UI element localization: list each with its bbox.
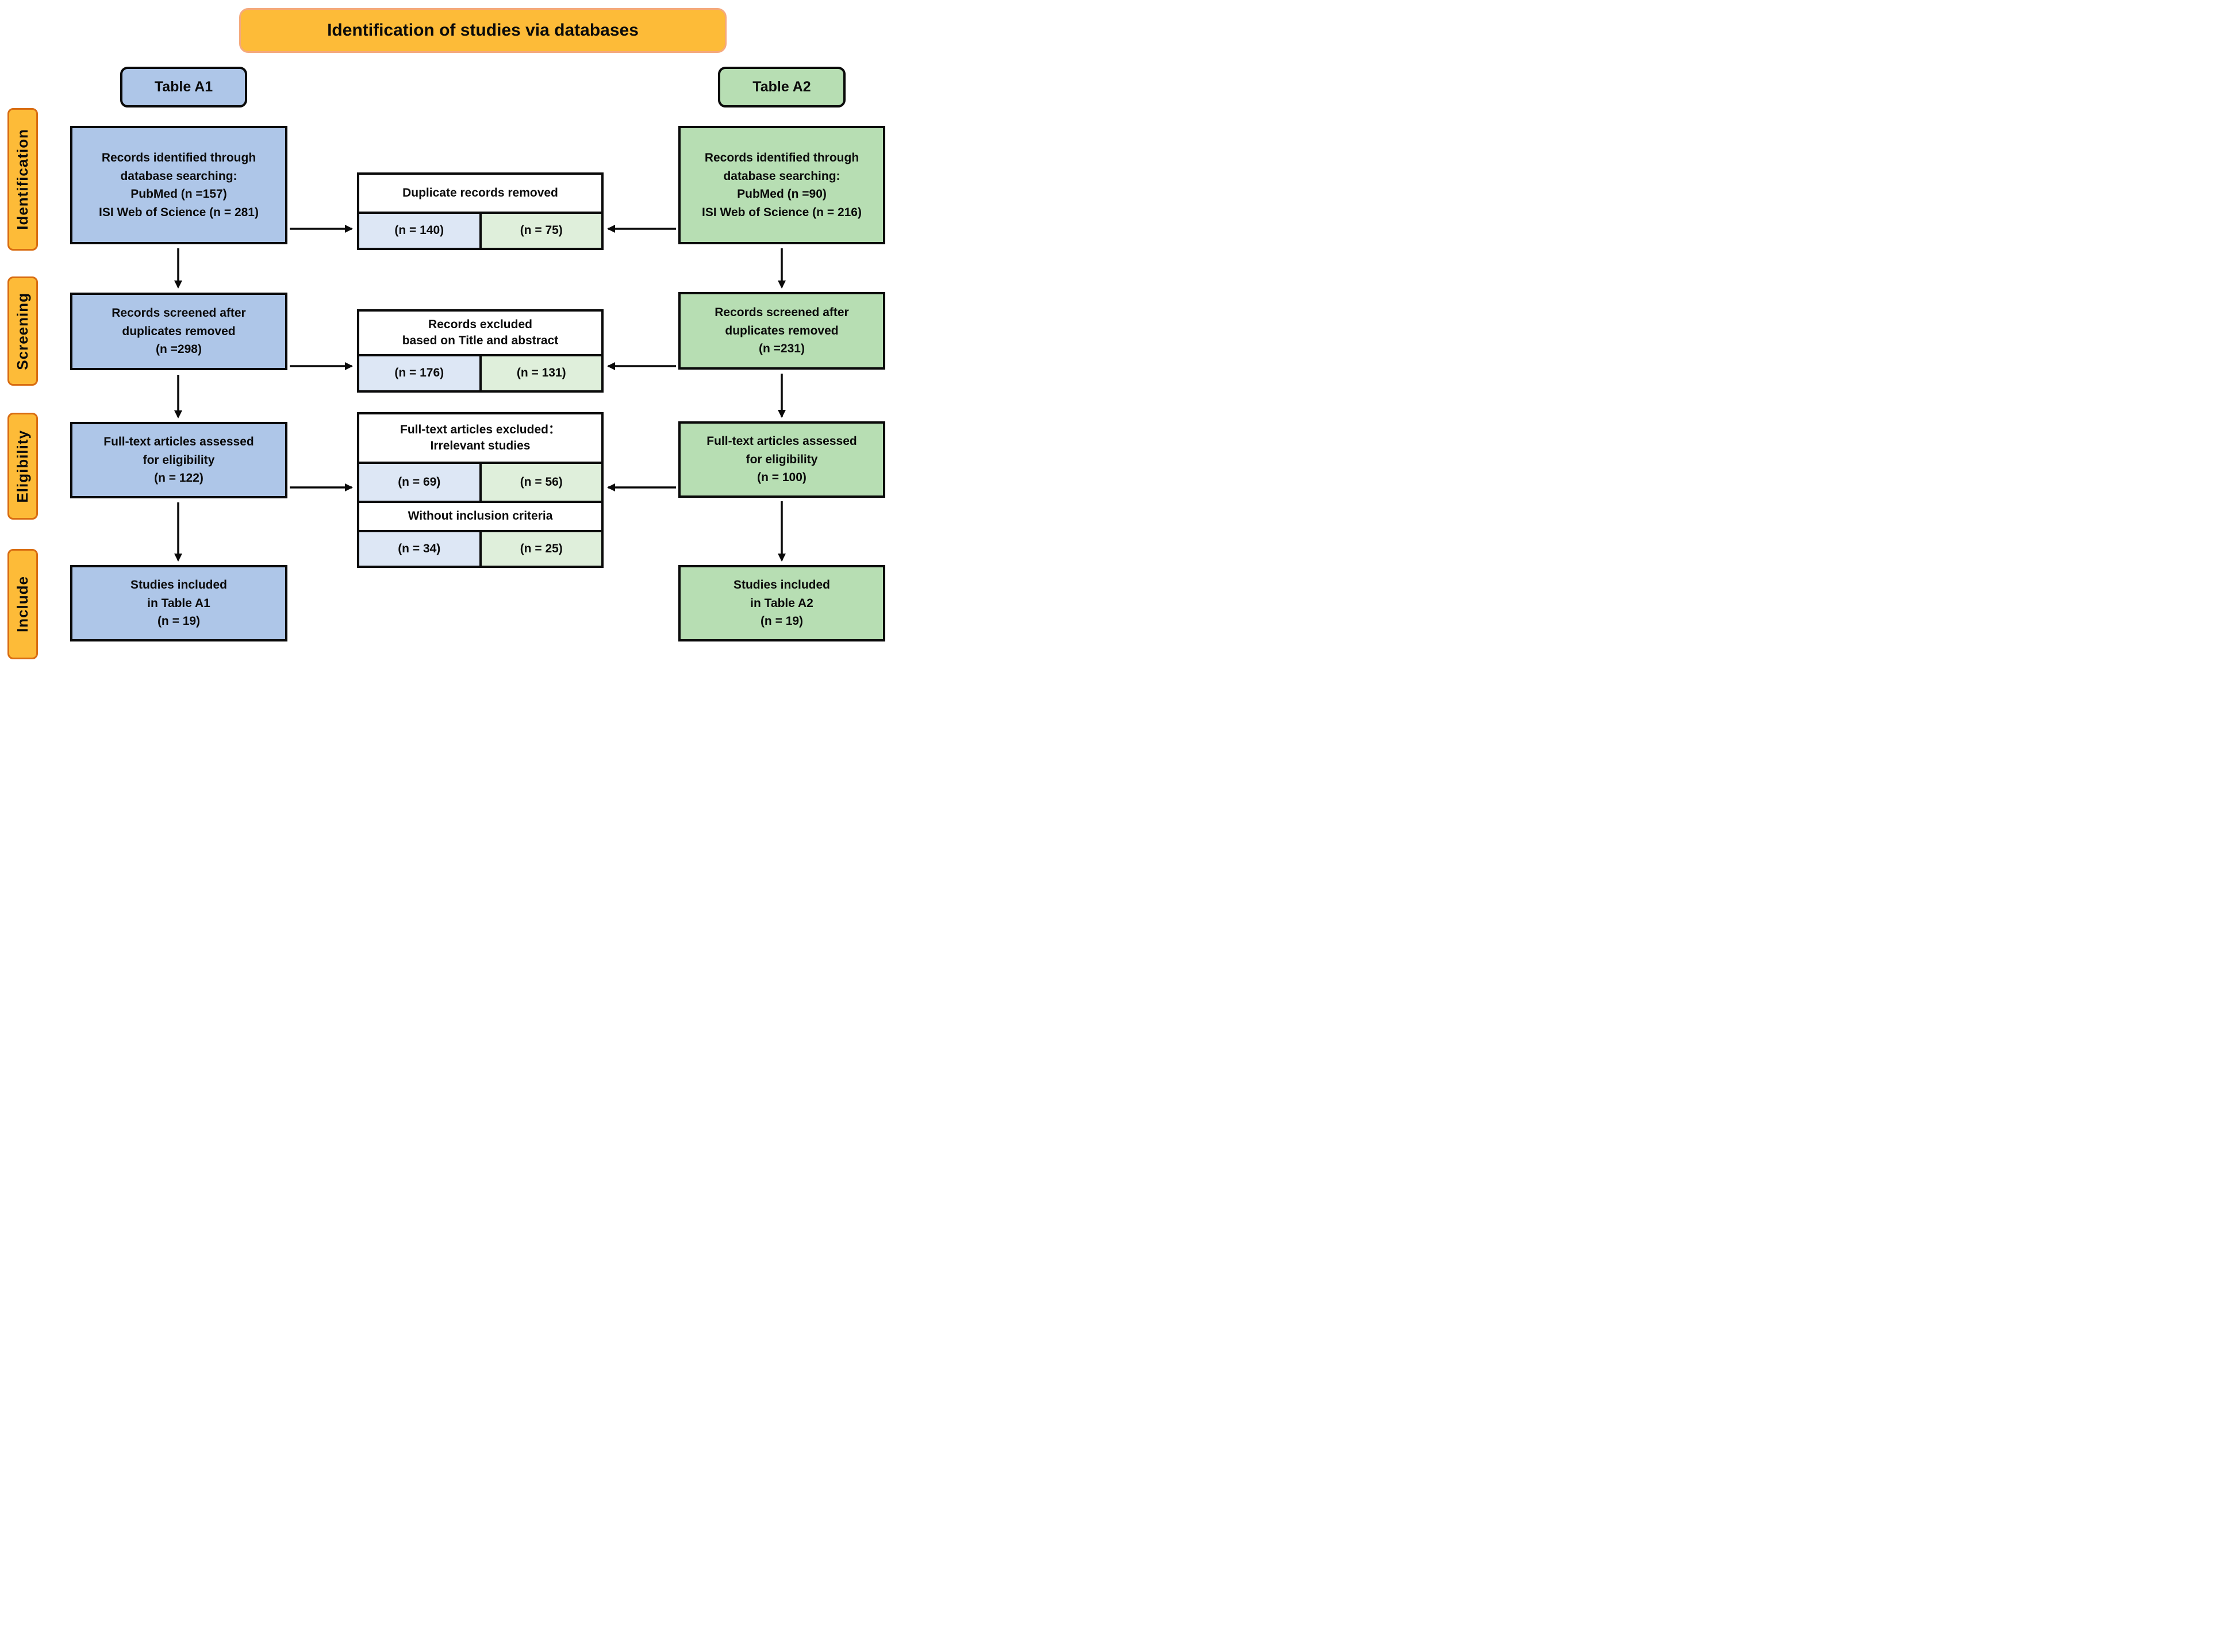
records-excluded-a2-count: (n = 131) bbox=[481, 356, 601, 390]
stage-label-text: Screening bbox=[14, 292, 31, 370]
table-a2-header: Table A2 bbox=[718, 67, 846, 107]
text-line: Studies included bbox=[130, 578, 228, 592]
text-line: for eligibility bbox=[143, 453, 215, 467]
text-line: in Table A1 bbox=[147, 596, 210, 610]
a1-include-box: Studies included in Table A1 (n = 19) bbox=[70, 565, 287, 641]
text-line: database searching: bbox=[120, 169, 237, 183]
records-excluded-header: Records excluded based on Title and abst… bbox=[359, 312, 601, 354]
stage-label-text: Include bbox=[14, 575, 31, 632]
without-inclusion-values: (n = 34) (n = 25) bbox=[359, 529, 601, 566]
text-line: Full-text articles assessed bbox=[103, 435, 254, 449]
fulltext-excluded-values: (n = 69) (n = 56) bbox=[359, 462, 601, 501]
stage-label-text: Identification bbox=[14, 129, 31, 230]
text-line: (n = 19) bbox=[157, 614, 201, 628]
without-inclusion-a2-count: (n = 25) bbox=[481, 532, 601, 566]
text-line: database searching: bbox=[723, 169, 840, 183]
text-line: Records identified through bbox=[101, 151, 256, 164]
a1-eligibility-box: Full-text articles assessed for eligibil… bbox=[70, 422, 287, 498]
fulltext-excluded-a1-count: (n = 69) bbox=[359, 464, 482, 501]
fulltext-excluded-box: Full-text articles excluded： Irrelevant … bbox=[357, 412, 604, 568]
records-excluded-box: Records excluded based on Title and abst… bbox=[357, 309, 604, 393]
duplicates-a2-count: (n = 75) bbox=[481, 213, 601, 248]
duplicates-removed-header: Duplicate records removed bbox=[359, 175, 601, 212]
text-line: Irrelevant studies bbox=[430, 439, 531, 453]
text-line: Full-text articles excluded： bbox=[400, 422, 560, 436]
a2-eligibility-box: Full-text articles assessed for eligibil… bbox=[678, 421, 885, 498]
text-line: Records excluded bbox=[428, 317, 532, 331]
text-line: (n = 19) bbox=[760, 614, 804, 628]
without-inclusion-header: Without inclusion criteria bbox=[359, 501, 601, 530]
text-line: for eligibility bbox=[746, 452, 818, 466]
text-line: (n =231) bbox=[759, 342, 805, 356]
without-inclusion-a1-count: (n = 34) bbox=[359, 532, 482, 566]
records-excluded-a1-count: (n = 176) bbox=[359, 356, 482, 390]
text-line: PubMed (n =90) bbox=[737, 187, 827, 201]
a2-screening-box: Records screened after duplicates remove… bbox=[678, 292, 885, 370]
a1-screening-box: Records screened after duplicates remove… bbox=[70, 293, 287, 370]
text-line: in Table A2 bbox=[750, 596, 813, 610]
text-line: Records screened after bbox=[715, 306, 849, 320]
stage-label-screening: Screening bbox=[7, 276, 38, 386]
text-line: Full-text articles assessed bbox=[706, 435, 857, 448]
text-line: ISI Web of Science (n = 281) bbox=[99, 205, 259, 219]
text-line: Without inclusion criteria bbox=[408, 509, 553, 523]
diagram-title: Identification of studies via databases bbox=[239, 8, 727, 53]
text-line: duplicates removed bbox=[122, 324, 236, 338]
a2-identification-box: Records identified through database sear… bbox=[678, 126, 885, 244]
text-line: Duplicate records removed bbox=[402, 186, 558, 199]
text-line: duplicates removed bbox=[725, 324, 839, 337]
fulltext-excluded-header: Full-text articles excluded： Irrelevant … bbox=[359, 414, 601, 462]
stage-label-text: Eligibility bbox=[14, 429, 31, 503]
stage-label-include: Include bbox=[7, 549, 38, 659]
stage-label-identification: Identification bbox=[7, 108, 38, 251]
duplicates-removed-box: Duplicate records removed (n = 140) (n =… bbox=[357, 172, 604, 250]
stage-label-eligibility: Eligibility bbox=[7, 413, 38, 520]
prisma-flow-diagram: Identification of studies via databases … bbox=[0, 0, 886, 661]
text-line: PubMed (n =157) bbox=[130, 187, 227, 201]
text-line: (n = 100) bbox=[757, 471, 806, 485]
a1-identification-box: Records identified through database sear… bbox=[70, 126, 287, 244]
duplicates-removed-values: (n = 140) (n = 75) bbox=[359, 211, 601, 248]
text-line: (n =298) bbox=[156, 343, 202, 356]
table-a1-header: Table A1 bbox=[120, 67, 247, 107]
fulltext-excluded-a2-count: (n = 56) bbox=[481, 464, 601, 501]
duplicates-a1-count: (n = 140) bbox=[359, 213, 482, 248]
text-line: Records identified through bbox=[704, 151, 859, 164]
text-line: Studies included bbox=[733, 578, 831, 592]
text-line: ISI Web of Science (n = 216) bbox=[702, 205, 862, 219]
records-excluded-values: (n = 176) (n = 131) bbox=[359, 354, 601, 390]
text-line: Records screened after bbox=[112, 306, 246, 320]
text-line: based on Title and abstract bbox=[402, 333, 559, 347]
text-line: (n = 122) bbox=[154, 471, 203, 485]
a2-include-box: Studies included in Table A2 (n = 19) bbox=[678, 565, 885, 641]
